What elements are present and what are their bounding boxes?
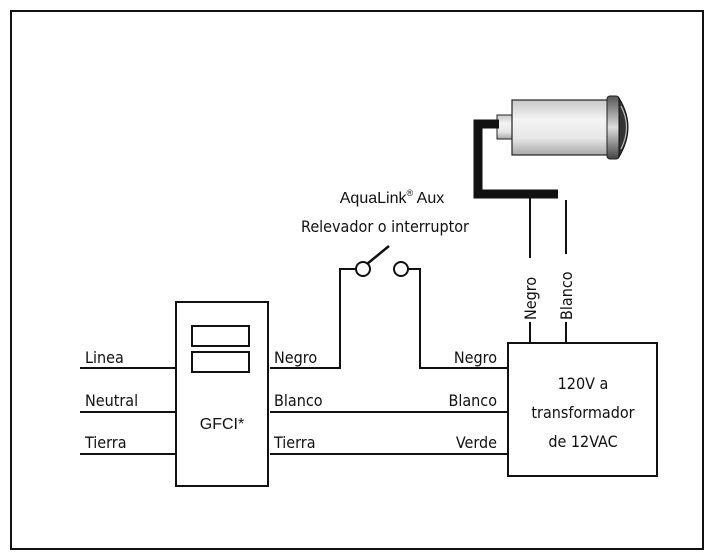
switch-title: AquaLink® Aux [340,188,445,207]
transformer-line-1: 120V a [558,374,609,393]
right-blanco-label: Blanco [448,391,497,410]
right-negro-label: Negro [454,348,497,367]
gfci-test-button [191,325,250,347]
transformer-box [507,342,658,477]
transformer-line-3: de 12VAC [548,432,617,451]
transformer-line-2: transformador [531,403,634,422]
left-negro-label: Negro [274,348,317,367]
input-linea-label: Linea [85,348,124,367]
pool-light-icon [496,95,629,160]
light-lead-negro-label: Negro [521,277,540,320]
left-blanco-label: Blanco [274,391,323,410]
right-verde-label: Verde [456,433,497,452]
switch-subtitle: Relevador o interruptor [301,217,469,236]
input-tierra-label: Tierra [84,433,127,452]
input-neutral-label: Neutral [85,391,138,410]
light-conduit [473,119,558,199]
gfci-reset-button [191,351,250,373]
negro-wire [270,268,510,369]
left-tierra-label: Tierra [273,433,316,452]
light-lead-blanco-label: Blanco [557,271,576,320]
gfci-label: GFCI* [200,416,244,433]
